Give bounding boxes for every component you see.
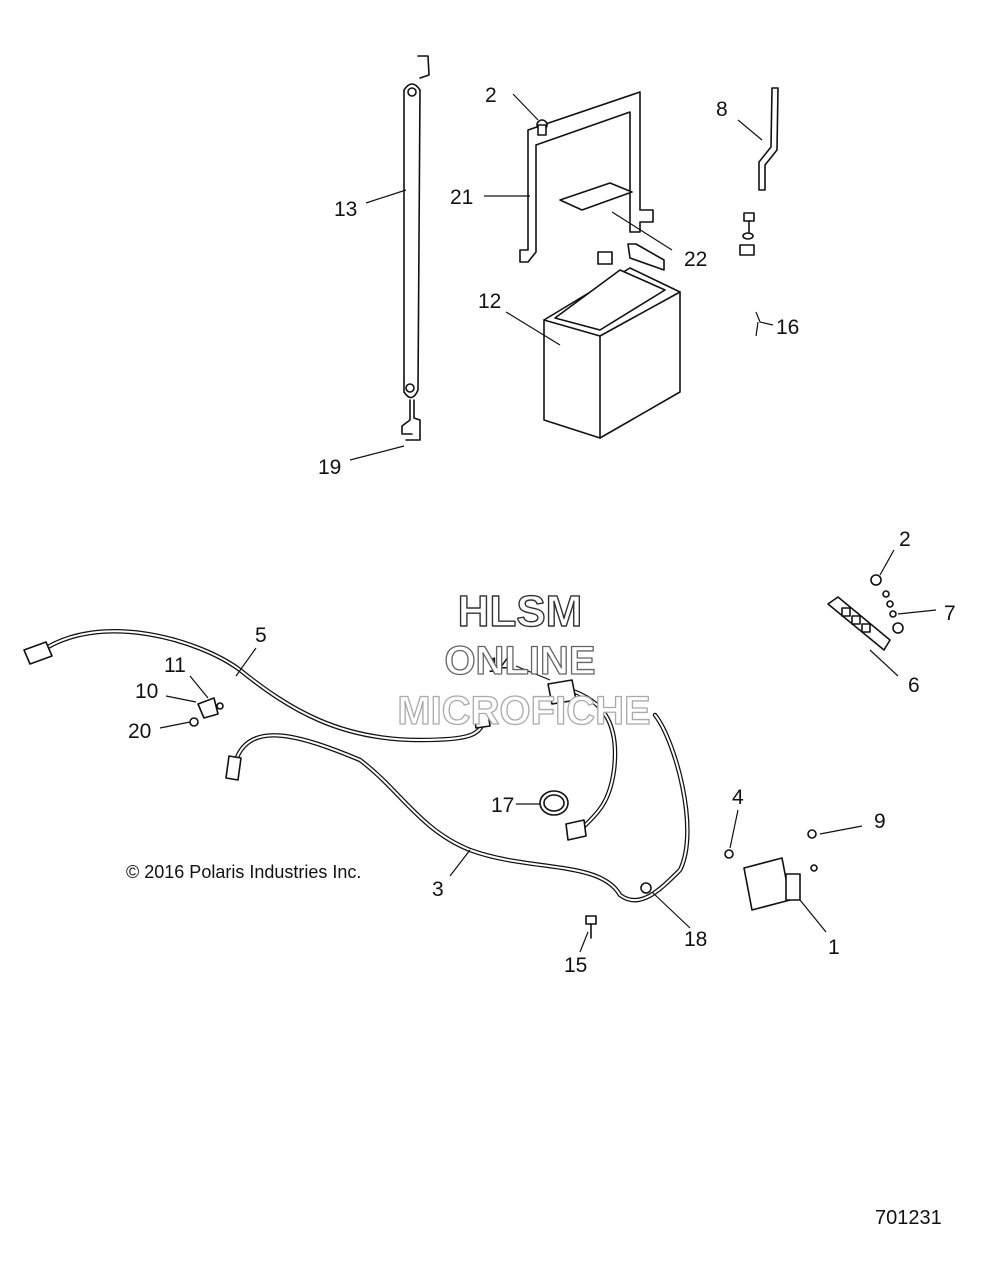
callout-22: 22: [684, 248, 707, 271]
callout-19: 19: [318, 456, 341, 479]
callout-10: 10: [135, 680, 158, 703]
watermark-line-2: ONLINE: [444, 639, 595, 683]
callout-5: 5: [255, 624, 267, 647]
solenoid: [724, 829, 818, 911]
callout-20: 20: [128, 720, 151, 743]
callout-21: 21: [450, 186, 473, 209]
watermark: HLSM ONLINE MICROFICHE: [397, 586, 652, 733]
callout-13: 13: [334, 198, 357, 221]
fuse-block: [827, 574, 904, 651]
callout-18: 18: [684, 928, 707, 951]
callout-labels: 2 8 13 21 22 12 16 19 2 7 6 5 11 10 20 1…: [128, 84, 956, 977]
battery: [543, 243, 681, 439]
callout-16: 16: [776, 316, 799, 339]
callout-3: 3: [432, 878, 444, 901]
callout-11: 11: [164, 654, 186, 677]
callout-1: 1: [828, 936, 840, 959]
battery-cable: [225, 712, 690, 903]
watermark-line-1: HLSM: [458, 587, 583, 636]
callout-14: 14: [488, 654, 512, 677]
callout-2-right: 2: [899, 528, 911, 551]
copyright-notice: © 2016 Polaris Industries Inc.: [126, 862, 361, 882]
battery-strap: [401, 55, 430, 441]
callout-12: 12: [478, 290, 501, 313]
callout-9: 9: [874, 810, 886, 833]
watermark-line-3: MICROFICHE: [397, 689, 650, 733]
harness-cable: [23, 629, 491, 743]
callout-6: 6: [908, 674, 920, 697]
callout-2-top: 2: [485, 84, 497, 107]
bolt-top: [536, 119, 548, 136]
leader-lines: [159, 93, 937, 953]
drawing-number: 701231: [875, 1207, 942, 1229]
callout-7: 7: [944, 602, 956, 625]
positive-cable: [547, 679, 618, 841]
screw-clip: [739, 212, 755, 256]
cable-clip: [189, 697, 224, 727]
bent-rod: [758, 87, 779, 191]
callout-17: 17: [491, 794, 514, 817]
hose-clamp: [539, 790, 569, 816]
callout-8: 8: [716, 98, 728, 121]
callout-4: 4: [732, 786, 744, 809]
battery-bracket: [519, 91, 654, 263]
callout-15: 15: [564, 954, 587, 977]
bolt-lower: [585, 915, 597, 939]
